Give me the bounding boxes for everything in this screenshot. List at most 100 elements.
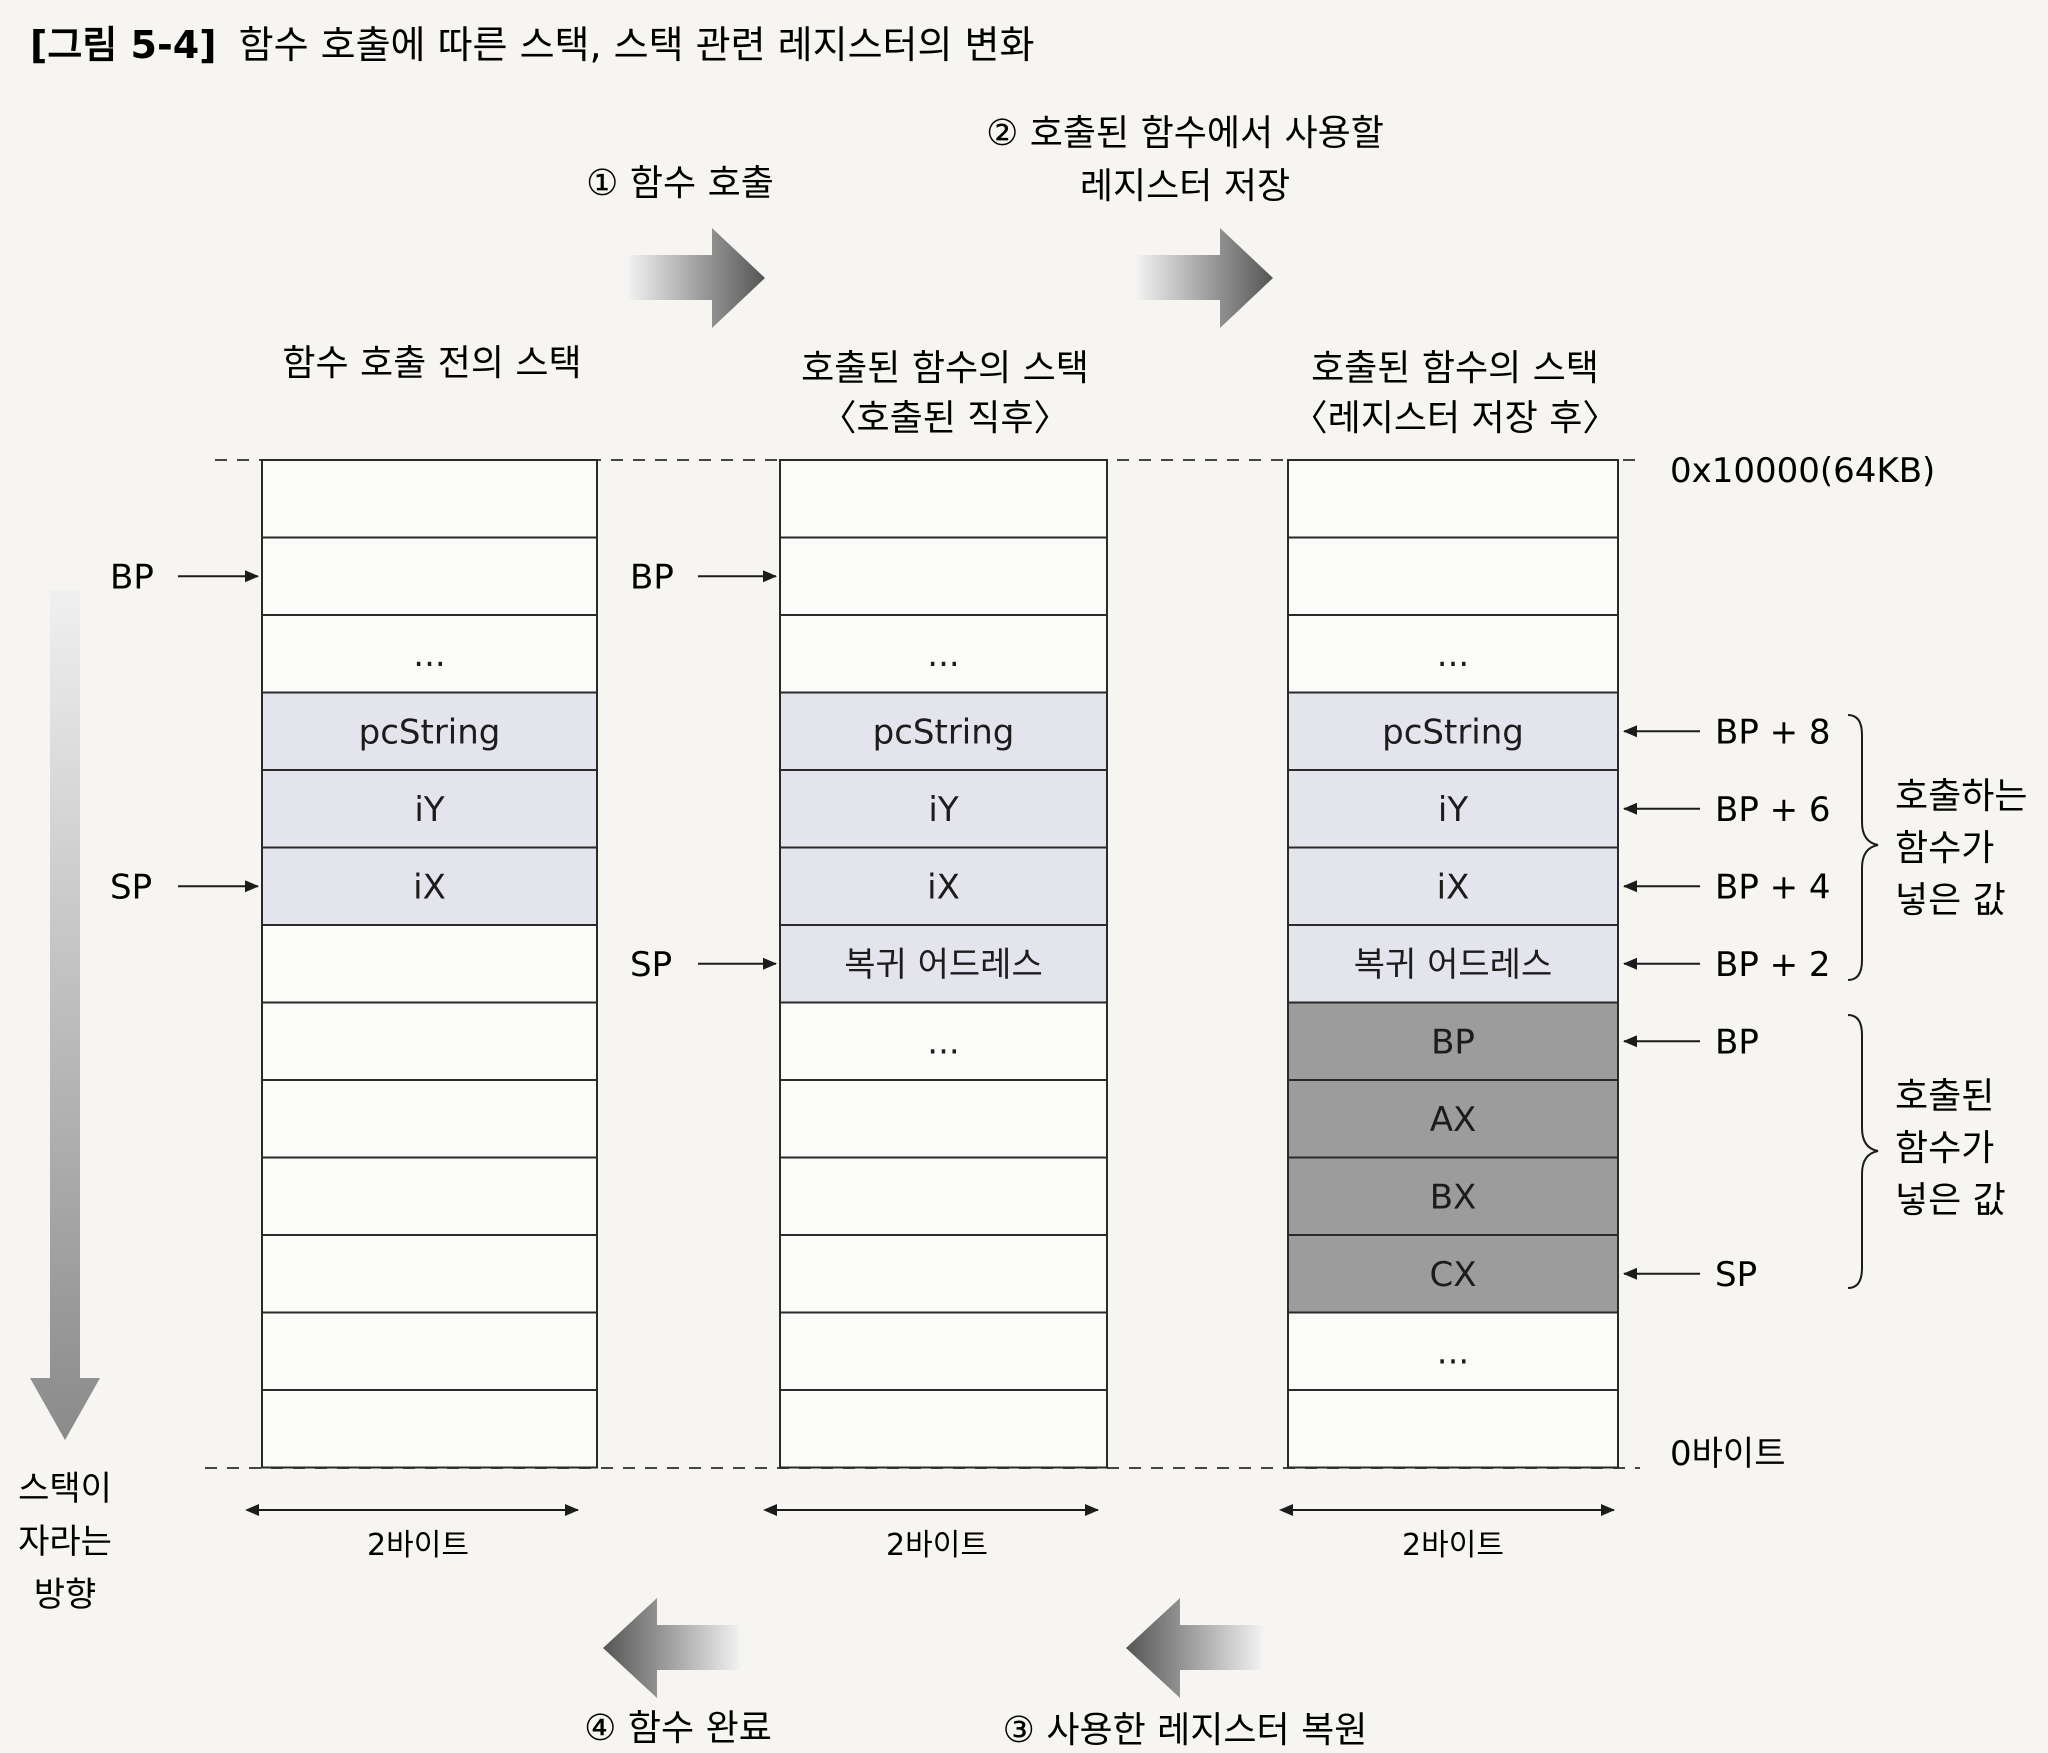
stack-cell [261,1389,598,1469]
callee-group-line1: 호출된 [1895,1076,1994,1117]
register-pointers: BP SP BP SP BP + 8 BP + 6 BP + 4 BP + 2 BP SP [110,557,1831,1295]
stack-cell [1287,1311,1619,1391]
callee-group-line3: 넣은 값 [1895,1180,2006,1221]
stack-cell-label: ... [1437,635,1469,675]
stack-cell [1287,1234,1619,1314]
stack-cell [261,924,598,1004]
stack-cell-label: AX [1430,1100,1477,1140]
offset-label: BP + 6 [1715,790,1831,830]
stack-cell [1287,1079,1619,1159]
stack-cell [779,1156,1108,1236]
stack-cell-label: 복귀 어드레스 [1354,945,1553,985]
stack-cell [261,614,598,694]
stack-cell [261,691,598,771]
stack-cell [779,846,1108,926]
stack2-title-line2: 〈호출된 직후〉 [820,398,1069,439]
offset-label: SP [1715,1255,1757,1295]
stack3-title-line1: 호출된 함수의 스택 [1311,348,1599,389]
callee-brace [1847,1014,1879,1289]
caption-text: 함수 호출에 따른 스택, 스택 관련 레지스터의 변화 [239,23,1035,67]
stack-cell-label: iY [928,790,958,830]
stack2-title-line1: 호출된 함수의 스택 [801,348,1089,389]
caller-brace [1847,714,1879,981]
stack-cell [779,1079,1108,1159]
stack-cell-label: ... [1437,1332,1469,1372]
stack3-width-label: 2바이트 [1402,1528,1504,1563]
stack-cell [261,1311,598,1391]
stack-cell [261,459,598,539]
stack-cell-label: iX [1437,867,1470,907]
step4-arrow [603,1598,740,1698]
stack-cell [779,459,1108,539]
stack-cell-label: BX [1430,1177,1477,1217]
stack-cell [1287,536,1619,616]
stack-cell-label: pcString [873,712,1015,752]
stack-cell-label: BP [1431,1022,1475,1062]
caller-group-line1: 호출하는 [1895,776,2027,817]
top-address-label: 0x10000(64KB) [1670,451,1935,491]
stack-cell [779,536,1108,616]
caption-label: [그림 5-4] [30,23,217,67]
stack-cell [261,1234,598,1314]
caller-group-line2: 함수가 [1895,828,1994,869]
stack-cell [1287,1156,1619,1236]
stack-cell [779,769,1108,849]
callee-group-line2: 함수가 [1895,1128,1994,1169]
stack1-width-indicator: 2바이트 [245,1504,579,1563]
step4-label: ④ 함수 완료 [584,1708,772,1749]
stack-cell [261,536,598,616]
stack-cell [1287,769,1619,849]
stack-cell [779,1001,1108,1081]
stack3-title-line2: 〈레지스터 저장 후〉 [1292,398,1619,439]
growth-label-line2: 자라는 [18,1522,112,1562]
stack-cell [779,614,1108,694]
offset-label: BP + 2 [1715,945,1831,985]
stack-cell [779,691,1108,771]
stack-cell-label: iX [413,867,446,907]
caller-group-line3: 넣은 값 [1895,880,2006,921]
pointer-label: BP [630,557,674,597]
offset-label: BP [1715,1022,1759,1062]
stack-cell [779,1389,1108,1469]
offset-label: BP + 8 [1715,712,1831,752]
step3-label: ③ 사용한 레지스터 복원 [1003,1710,1368,1751]
stack-cell [1287,846,1619,926]
stack-cell-label: ... [927,1022,959,1062]
growth-label-line3: 방향 [34,1575,97,1615]
stack-cell [261,846,598,926]
pointer-label: BP [110,557,154,597]
stack-cell [261,1079,598,1159]
stack-cell [779,1234,1108,1314]
stack-cell [261,1001,598,1081]
stack-cell [1287,1001,1619,1081]
offset-label: BP + 4 [1715,867,1831,907]
stack-cell-label: pcString [1382,712,1524,752]
step1-label: ① 함수 호출 [586,163,774,204]
step2-arrow [1137,228,1273,328]
stack-cell-label: 복귀 어드레스 [844,945,1043,985]
pointer-label: SP [110,867,152,907]
pointer-label: SP [630,945,672,985]
step2-label-line1: ② 호출된 함수에서 사용할 [986,113,1384,154]
stack1-width-label: 2바이트 [367,1528,469,1563]
stack2-width-label: 2바이트 [886,1528,988,1563]
bottom-address-label: 0바이트 [1670,1434,1785,1474]
stack-cell [779,1311,1108,1391]
stack-cell [779,924,1108,1004]
stack-growth-arrow [30,590,100,1440]
stack-cell [1287,459,1619,539]
stack2-width-indicator: 2바이트 [763,1504,1099,1563]
stack-cell-label: ... [413,635,445,675]
stack-cell [1287,691,1619,771]
stack-cell-label: iX [927,867,960,907]
stack-cell-label: CX [1429,1255,1476,1295]
stack-cell [1287,614,1619,694]
figure-caption: [그림 5-4] 함수 호출에 따른 스택, 스택 관련 레지스터의 변화 [30,23,1034,67]
stack-cell [1287,1389,1619,1469]
stack1-title: 함수 호출 전의 스택 [282,343,581,384]
growth-label-line1: 스택이 [18,1469,112,1509]
